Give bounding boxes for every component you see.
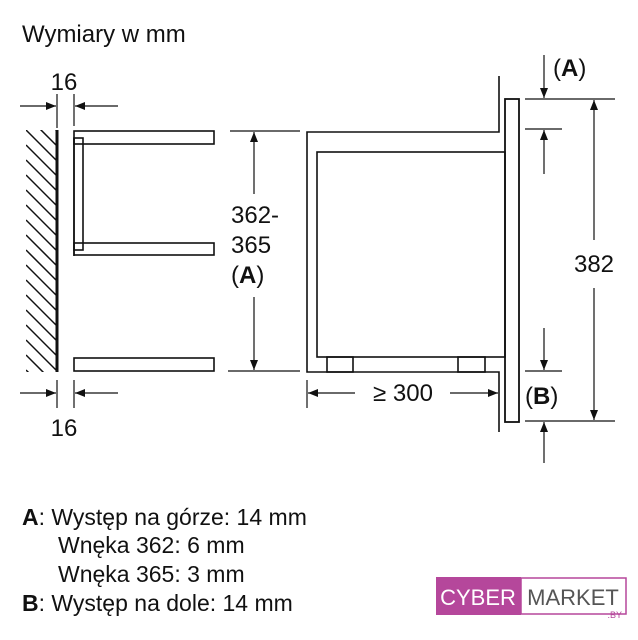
cabinet-side [73, 130, 215, 372]
dimension-bottom-16 [20, 380, 118, 408]
oven-body [316, 151, 506, 373]
hatch-line [26, 264, 57, 297]
legend-b: B: Występ na dole: 14 mm [22, 590, 293, 616]
hatch-line [26, 174, 57, 207]
hatch-line [54, 130, 57, 132]
dimension-niche-height [228, 130, 300, 372]
hatch-line [26, 354, 45, 372]
legend-a-362: Wnęka 362: 6 mm [58, 532, 245, 558]
hatch-line [26, 219, 57, 252]
hatch-line [26, 369, 30, 372]
bottom-width-label: 16 [51, 415, 78, 442]
hatch-line [26, 189, 57, 222]
legend: A: Występ na górze: 14 mm Wnęka 362: 6 m… [22, 504, 307, 616]
diagram-title: Wymiary w mm [22, 21, 186, 48]
svg-text:.BY: .BY [607, 610, 622, 620]
legend-a-365: Wnęka 365: 3 mm [58, 561, 245, 587]
hatch-line [26, 130, 57, 162]
hatch-line [26, 144, 57, 177]
legend-a: A: Występ na górze: 14 mm [22, 504, 307, 530]
niche-height-line1: 362- [231, 202, 279, 229]
hatch-line [26, 309, 57, 342]
cybermarket-logo: CYBER MARKET .BY [436, 577, 627, 620]
svg-text:CYBER: CYBER [440, 585, 516, 610]
hatch-line [26, 234, 57, 267]
niche-height-line2: 365 [231, 232, 271, 259]
oven-front-panel [504, 98, 520, 423]
dimension-overhang [306, 55, 615, 463]
hatch-line [39, 130, 57, 147]
hatch-line [26, 204, 57, 237]
wall-hatching [26, 130, 57, 416]
top-width-label: 16 [51, 69, 78, 96]
hatch-line [26, 249, 57, 282]
hatch-line [26, 279, 57, 312]
dimension-top-16 [20, 94, 118, 128]
hatch-line [26, 339, 57, 372]
top-overhang-ref: (A) [553, 55, 586, 82]
hatch-line [26, 159, 57, 192]
total-height-label: 382 [574, 251, 614, 278]
svg-text:MARKET: MARKET [527, 585, 619, 610]
niche-height-ref: (A) [231, 262, 264, 289]
hatch-line [26, 294, 57, 327]
depth-label: ≥ 300 [373, 380, 433, 407]
hatch-line [26, 324, 57, 357]
bottom-overhang-ref: (B) [525, 383, 558, 410]
hatch-line [26, 385, 57, 416]
cabinet-section [306, 76, 500, 432]
